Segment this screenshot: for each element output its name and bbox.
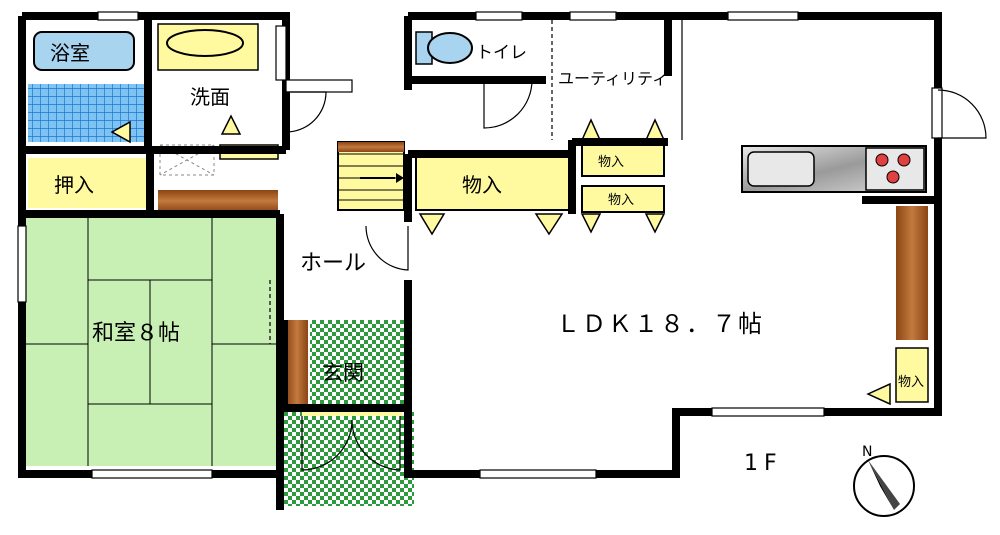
japanese-room-tatami [24,218,276,466]
wood-strip [158,190,278,212]
stairs [337,141,405,211]
label-storage-small-1: 物入 [598,155,624,170]
bath-room [28,30,144,142]
toilet-icon [415,31,473,65]
label-storage-small-2: 物入 [608,193,634,208]
label-washroom: 洗面 [190,85,230,109]
label-ldk: ＬＤＫ１８．７帖 [556,310,764,338]
compass-north-label: N [862,444,872,460]
sink-icon [166,29,244,57]
door-swings [269,20,987,471]
label-storage-main: 物入 [462,173,502,197]
bathtub-icon [33,31,135,71]
label-entrance: 玄関 [322,361,364,385]
label-toilet: トイレ [476,43,527,63]
label-japanese-room: 和室８帖 [92,321,180,346]
entrance [280,320,414,506]
storage-small-1 [581,141,665,177]
storage-east [895,347,929,403]
label-storage-east: 物入 [898,375,924,390]
closet-west [28,158,146,208]
wood-east [896,206,928,340]
label-hall: ホール [300,251,366,276]
kitchen-counter [741,145,927,193]
compass-icon: N [853,444,915,517]
windows [17,11,943,479]
label-closet-west: 押入 [54,173,94,197]
label-floor: 1F [744,451,783,476]
label-bath: 浴室 [50,41,90,65]
label-utility: ユーティリティ [558,69,668,88]
stove-icon [865,147,925,191]
kitchen-sink-icon [747,151,815,187]
storage-small-2 [581,185,665,213]
